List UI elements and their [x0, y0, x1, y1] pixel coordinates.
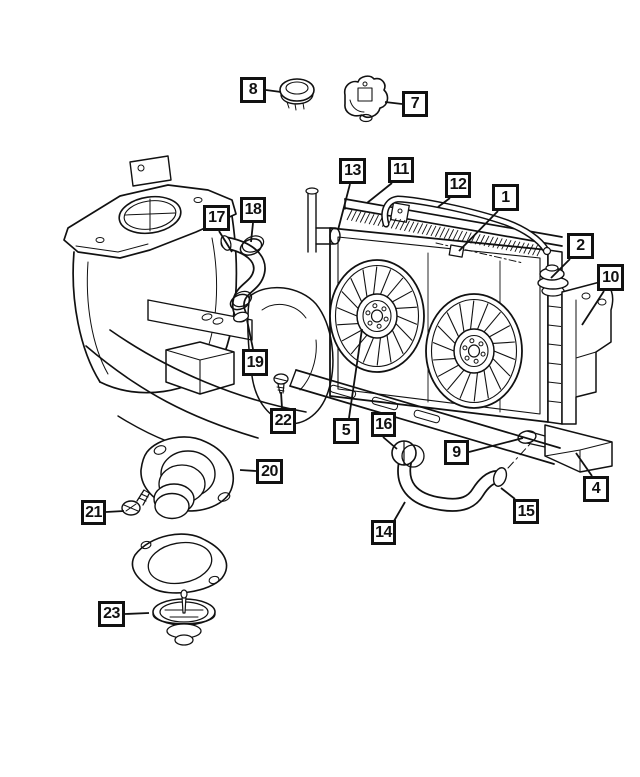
callout-15[interactable]: 15: [513, 499, 539, 524]
leader-line-19: [246, 319, 254, 350]
thermostat-group-art: [121, 373, 289, 646]
callout-4[interactable]: 4: [583, 476, 609, 502]
callout-1[interactable]: 1: [492, 184, 519, 211]
callout-18[interactable]: 18: [240, 197, 266, 223]
callout-5[interactable]: 5: [333, 418, 359, 444]
callout-12[interactable]: 12: [445, 172, 471, 198]
leader-line-23: [124, 612, 150, 615]
callout-2[interactable]: 2: [567, 233, 594, 259]
callout-22[interactable]: 22: [270, 408, 296, 434]
leader-line-16: [382, 436, 398, 450]
leader-line-9: [468, 437, 524, 453]
callout-16[interactable]: 16: [371, 412, 396, 437]
callout-8[interactable]: 8: [240, 77, 266, 103]
engine-mount-art: [343, 75, 389, 123]
callout-23[interactable]: 23: [98, 601, 125, 627]
lower-support-art: [289, 369, 561, 465]
hoses-art: [220, 195, 552, 512]
callout-20[interactable]: 20: [256, 459, 283, 484]
leader-line-2: [550, 258, 571, 279]
leader-line-13: [337, 183, 351, 231]
callout-19[interactable]: 19: [242, 349, 268, 376]
callout-13[interactable]: 13: [339, 158, 366, 184]
leader-line-8: [265, 89, 282, 93]
leader-line-7: [384, 101, 403, 105]
leader-line-17: [218, 230, 233, 253]
callout-21[interactable]: 21: [81, 500, 106, 525]
callout-17[interactable]: 17: [203, 205, 230, 231]
leader-line-20: [239, 469, 257, 472]
leader-line-15: [500, 487, 516, 500]
leader-line-1: [458, 210, 499, 252]
cooling-fans-art: [329, 259, 523, 409]
leader-line-5: [348, 328, 363, 419]
leader-line-18: [250, 222, 254, 243]
leader-line-11: [366, 182, 393, 204]
leader-line-12: [437, 197, 451, 208]
leader-line-21: [105, 510, 125, 513]
leader-line-10: [581, 290, 605, 326]
leader-line-4: [575, 452, 593, 477]
callout-9[interactable]: 9: [444, 440, 469, 465]
callout-11[interactable]: 11: [388, 157, 414, 183]
callout-7[interactable]: 7: [402, 91, 428, 117]
leader-line-14: [393, 501, 406, 522]
callout-10[interactable]: 10: [597, 264, 624, 291]
leader-line-22: [280, 391, 283, 409]
radiator-cap-art: [279, 78, 315, 111]
engine-bay-art: [63, 155, 341, 453]
callout-14[interactable]: 14: [371, 520, 396, 545]
